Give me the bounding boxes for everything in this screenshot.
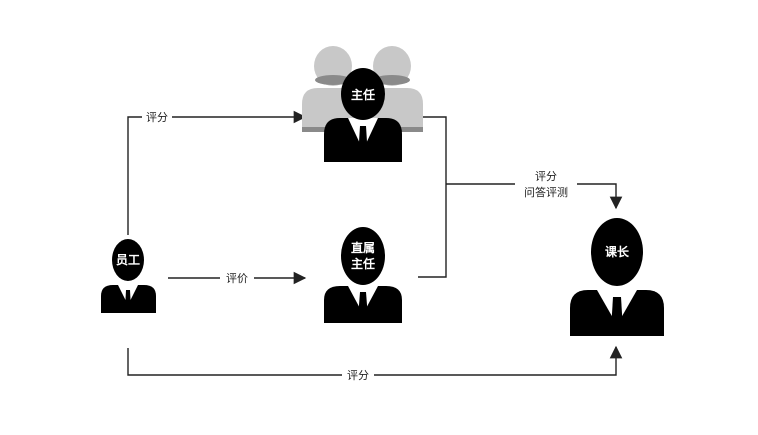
director-node: 主任 [302,46,423,162]
director-person-icon [324,68,402,162]
employee-node: 员工 [101,239,156,313]
director-label: 主任 [351,87,375,102]
supervisor-node: 直属 主任 [324,227,402,323]
chief-person-icon [570,218,664,336]
edge-label-to-chief-line2: 问答评测 [524,185,568,199]
edge-label-employee-director: 评分 [146,111,168,124]
edge-label-employee-chief: 评分 [347,369,369,382]
supervisor-label-line2: 主任 [351,256,375,271]
employee-person-icon [101,239,156,313]
supervisor-label-line1: 直属 [351,240,375,255]
edge-label-to-chief-line1: 评分 [535,170,557,183]
chief-label: 课长 [605,244,630,259]
edge-employee-to-director [127,110,307,235]
edge-director-bracket [418,116,447,278]
edge-labels: 评分 评价 评分 评分 问答评测 [142,109,577,382]
edge-label-employee-supervisor: 评价 [226,272,248,285]
section-chief-node: 课长 [570,218,664,336]
supervisor-person-icon [324,227,402,323]
employee-label: 员工 [116,253,140,267]
edge-to-chief [446,183,623,210]
